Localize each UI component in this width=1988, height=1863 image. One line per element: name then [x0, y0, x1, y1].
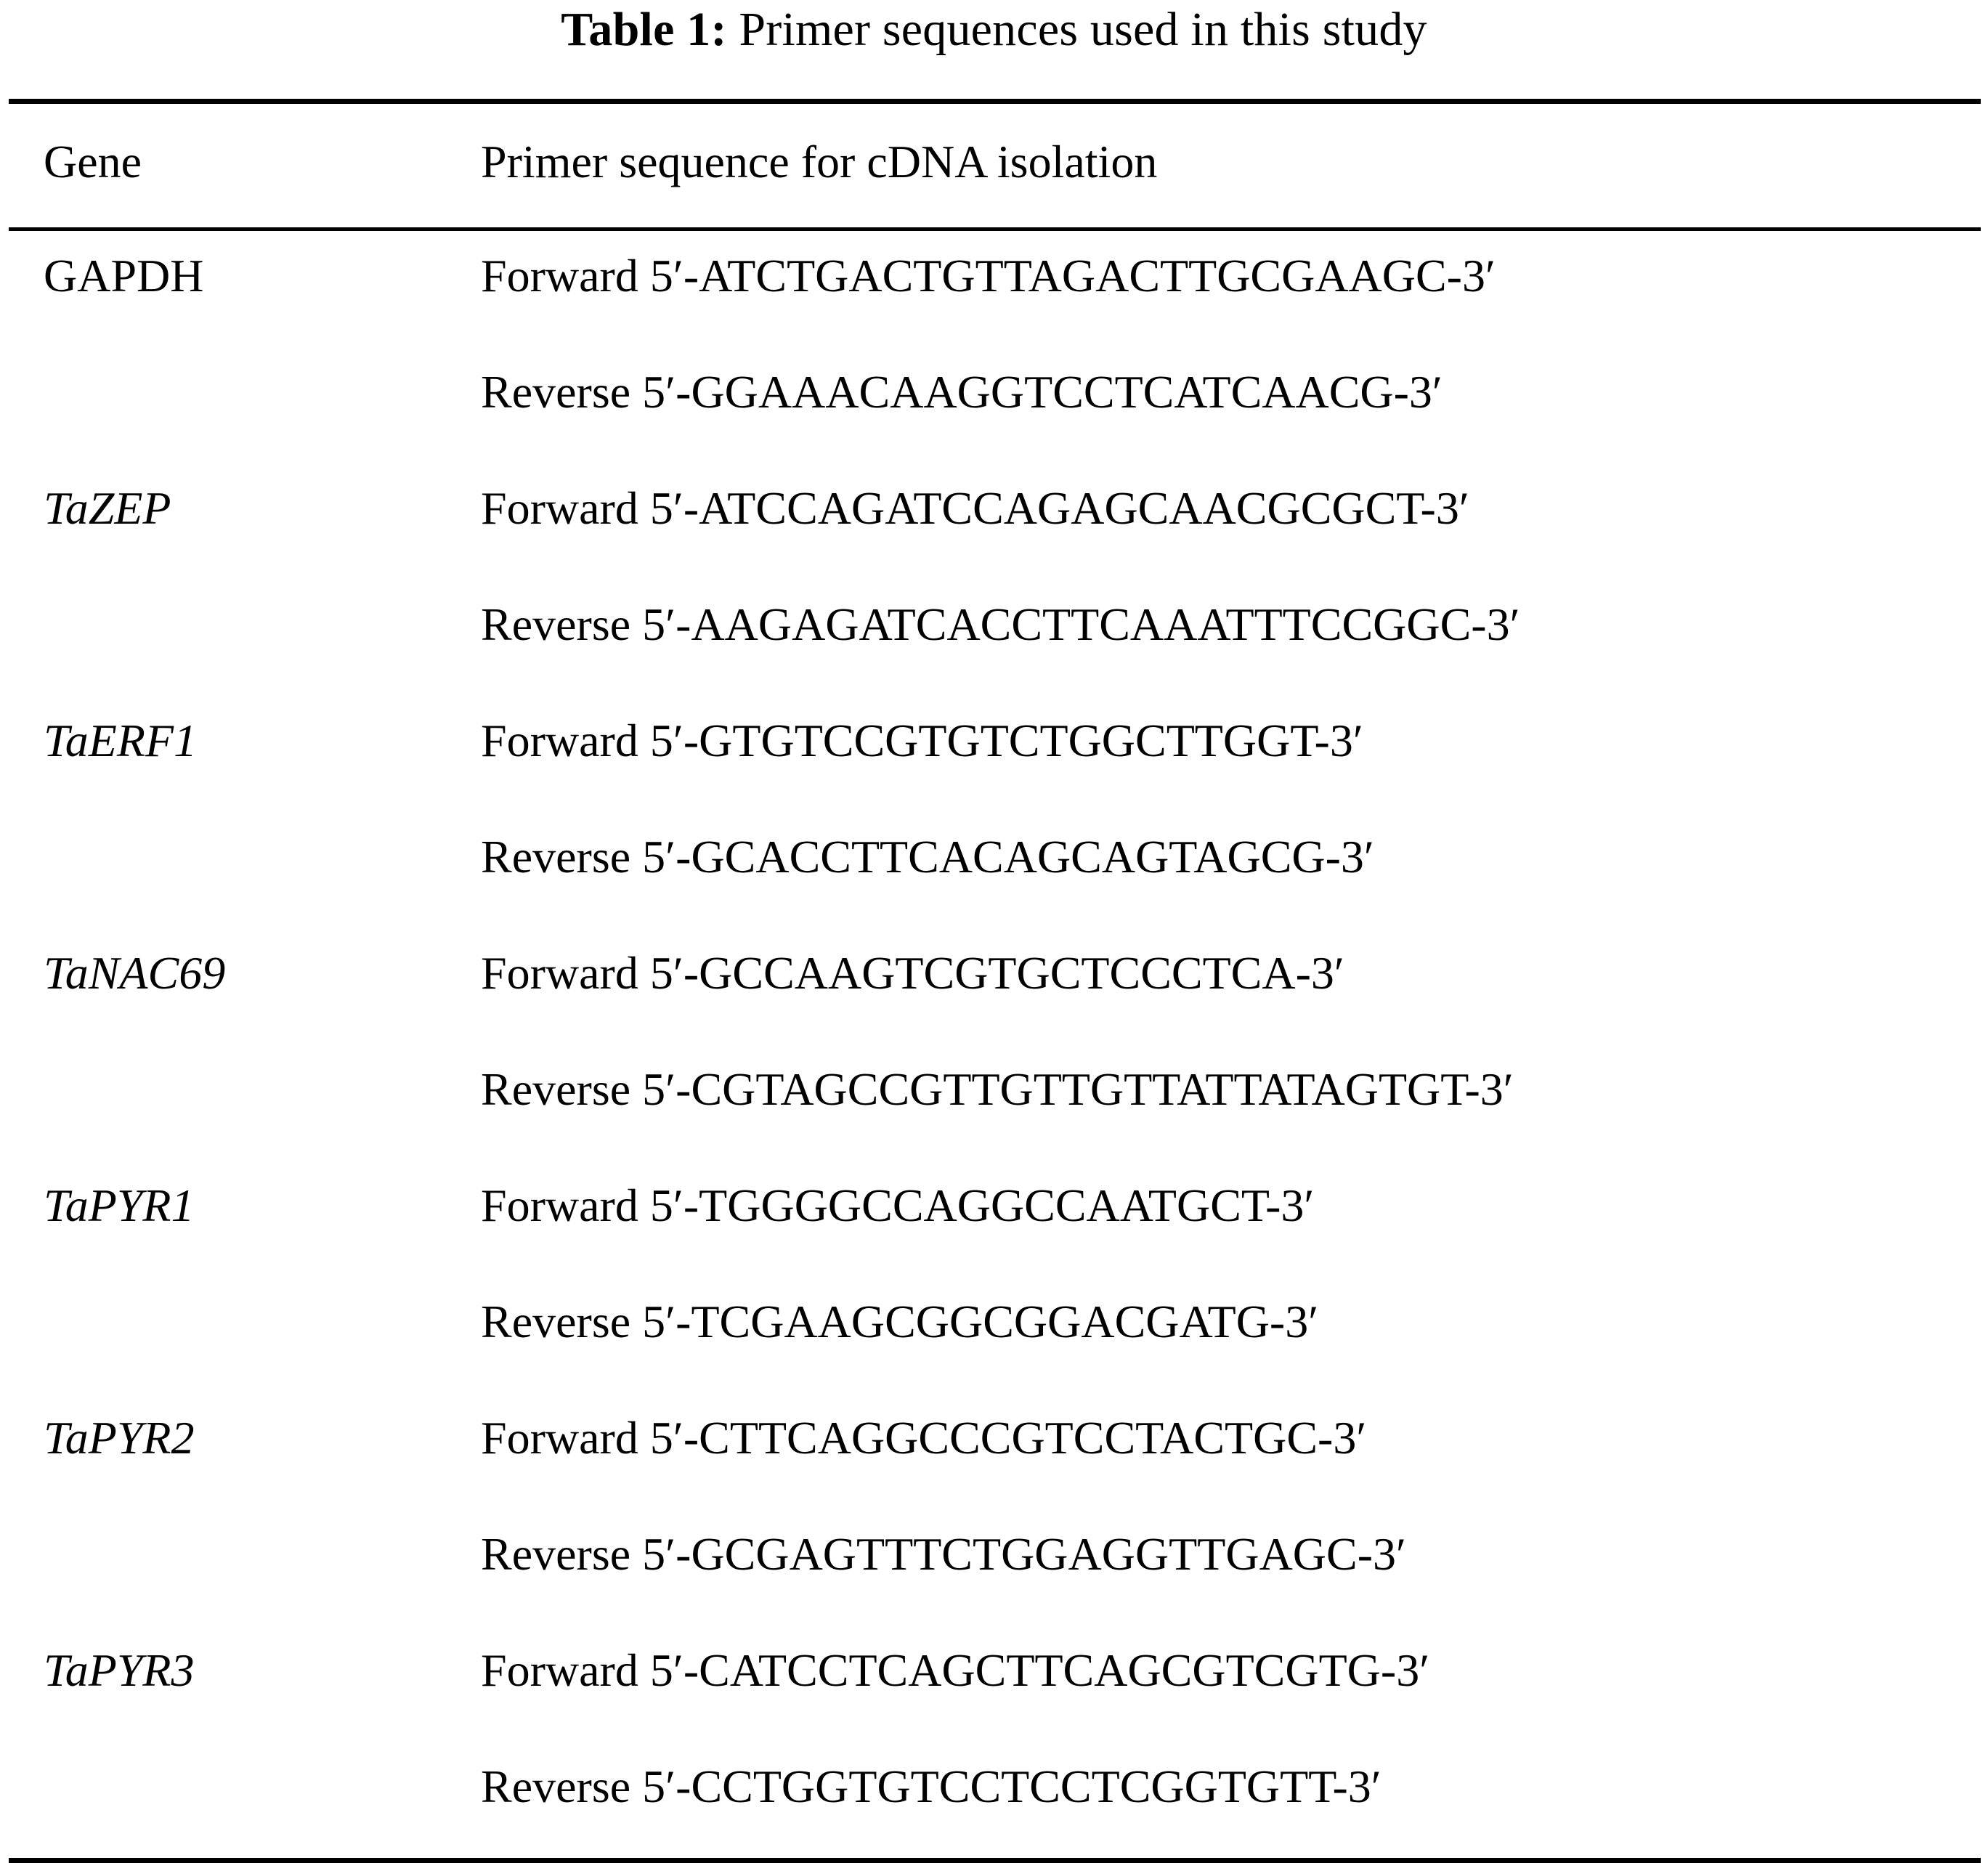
primer-direction: Forward	[481, 1644, 638, 1696]
table-row: Reverse 5′-CCTGGTGTCCTCCTCGGTGTT-3′	[0, 1742, 1988, 1858]
table-row: Reverse 5′-TCGAAGCGGCGGACGATG-3′	[0, 1277, 1988, 1393]
table-header-rule	[9, 227, 1981, 231]
primer-direction: Reverse	[481, 1528, 631, 1580]
cell-primer-sequence: Reverse 5′-AAGAGATCACCTTCAAATTTCCGGC-3′	[481, 598, 1520, 650]
primer-sequence-text: GGAAACAAGGTCCTCATCAACG	[691, 366, 1394, 418]
cell-gene: TaPYR1	[0, 1161, 465, 1277]
primer-sequence-text: GCGAGTTTCTGGAGGTTGAGC	[691, 1528, 1358, 1580]
primer-sequence-text: GCACCTTCACAGCAGTAGCG	[691, 831, 1326, 882]
gene-name: TaNAC69	[44, 947, 226, 999]
primer-table-body: GAPDH Forward 5′-ATCTGACTGTTAGACTTGCGAAGC…	[0, 231, 1988, 1858]
table-row: Reverse 5′-CGTAGCCGTTGTTGTTATTATAGTGT-3′	[0, 1044, 1988, 1161]
cell-primer-sequence: Reverse 5′-GCGAGTTTCTGGAGGTTGAGC-3′	[481, 1528, 1406, 1580]
table-row: TaPYR2 Forward 5′-CTTCAGGCCCGTCCTACTGC-3′	[0, 1393, 1988, 1509]
primer-sequence-text: TGGGGCCAGGCCAATGCT	[699, 1180, 1266, 1231]
cell-gene: GAPDH	[0, 231, 465, 347]
cell-gene	[0, 580, 465, 696]
cell-gene	[0, 1509, 465, 1625]
cell-gene: TaPYR2	[0, 1393, 465, 1509]
table-row: Reverse 5′-GGAAACAAGGTCCTCATCAACG-3′	[0, 347, 1988, 463]
gene-name: GAPDH	[44, 250, 204, 301]
table-body: GAPDH Forward 5′-ATCTGACTGTTAGACTTGCGAAGC…	[0, 231, 1988, 1858]
cell-primer-sequence: Forward 5′-CATCCTCAGCTTCAGCGTCGTG-3′	[481, 1644, 1430, 1696]
primer-direction: Forward	[481, 1180, 638, 1231]
table-row: GAPDH Forward 5′-ATCTGACTGTTAGACTTGCGAAGC…	[0, 231, 1988, 347]
primer-sequence-text: TCGAAGCGGCGGACGATG	[691, 1296, 1270, 1347]
cell-gene: TaPYR3	[0, 1625, 465, 1742]
cell-primer-sequence: Forward 5′-ATCCAGATCCAGAGCAACGCGCT-3′	[481, 482, 1469, 534]
cell-primer-sequence: Forward 5′-GCCAAGTCGTGCTCCCTCA-3′	[481, 947, 1344, 999]
primer-direction: Reverse	[481, 598, 631, 650]
primer-sequence-text: GTGTCCGTGTCTGGCTTGGT	[699, 715, 1315, 766]
cell-gene	[0, 812, 465, 928]
cell-primer-sequence: Reverse 5′-TCGAAGCGGCGGACGATG-3′	[481, 1296, 1319, 1347]
table-caption: Table 1: Primer sequences used in this s…	[0, 0, 1988, 54]
table-row: Reverse 5′-GCGAGTTTCTGGAGGTTGAGC-3′	[0, 1509, 1988, 1625]
primer-sequence-text: GCCAAGTCGTGCTCCCTCA	[699, 947, 1296, 999]
primer-direction: Forward	[481, 482, 638, 534]
cell-primer-sequence: Forward 5′-ATCTGACTGTTAGACTTGCGAAGC-3′	[481, 250, 1496, 301]
primer-direction: Forward	[481, 715, 638, 766]
table-row: Reverse 5′-AAGAGATCACCTTCAAATTTCCGGC-3′	[0, 580, 1988, 696]
table-caption-label: Table 1:	[561, 3, 727, 56]
cell-gene	[0, 347, 465, 463]
cell-primer-sequence: Forward 5′-TGGGGCCAGGCCAATGCT-3′	[481, 1180, 1315, 1231]
primer-direction: Reverse	[481, 1063, 631, 1115]
primer-direction: Reverse	[481, 1761, 631, 1812]
cell-primer-sequence: Reverse 5′-CGTAGCCGTTGTTGTTATTATAGTGT-3′	[481, 1063, 1514, 1115]
gene-name: TaPYR1	[44, 1180, 195, 1231]
cell-gene	[0, 1277, 465, 1393]
primer-sequence-text: ATCTGACTGTTAGACTTGCGAAGC	[699, 250, 1447, 301]
gene-name: TaPYR2	[44, 1412, 195, 1464]
gene-name: TaZEP	[44, 482, 171, 534]
cell-primer-sequence: Reverse 5′-GCACCTTCACAGCAGTAGCG-3′	[481, 831, 1374, 882]
table-row: TaPYR3 Forward 5′-CATCCTCAGCTTCAGCGTCGTG-…	[0, 1625, 1988, 1742]
column-header-sequence: Primer sequence for cDNA isolation	[481, 136, 1158, 187]
table-caption-text: Primer sequences used in this study	[739, 3, 1427, 56]
primer-sequence-text: CATCCTCAGCTTCAGCGTCGTG	[699, 1644, 1381, 1696]
table-row: Reverse 5′-GCACCTTCACAGCAGTAGCG-3′	[0, 812, 1988, 928]
cell-primer-sequence: Reverse 5′-CCTGGTGTCCTCCTCGGTGTT-3′	[481, 1761, 1382, 1812]
primer-table: Gene Primer sequence for cDNA isolation	[0, 104, 1988, 227]
primer-sequence-text: CGTAGCCGTTGTTGTTATTATAGTGT	[691, 1063, 1465, 1115]
cell-gene	[0, 1044, 465, 1161]
cell-primer-sequence: Forward 5′-GTGTCCGTGTCTGGCTTGGT-3′	[481, 715, 1363, 766]
table-bottom-rule	[9, 1858, 1981, 1863]
table-row: TaNAC69 Forward 5′-GCCAAGTCGTGCTCCCTCA-3′	[0, 928, 1988, 1044]
cell-gene: TaERF1	[0, 696, 465, 812]
cell-gene	[0, 1742, 465, 1858]
cell-primer-sequence: Reverse 5′-GGAAACAAGGTCCTCATCAACG-3′	[481, 366, 1443, 418]
table-top-rule	[9, 99, 1981, 104]
table-row: TaZEP Forward 5′-ATCCAGATCCAGAGCAACGCGCT-…	[0, 463, 1988, 580]
primer-sequence-text: CCTGGTGTCCTCCTCGGTGTT	[691, 1761, 1333, 1812]
cell-gene: TaZEP	[0, 463, 465, 580]
primer-direction: Forward	[481, 250, 638, 301]
primer-sequence-text: AAGAGATCACCTTCAAATTTCCGGC	[691, 598, 1472, 650]
table-row: TaERF1 Forward 5′-GTGTCCGTGTCTGGCTTGGT-3′	[0, 696, 1988, 812]
table-row: TaPYR1 Forward 5′-TGGGGCCAGGCCAATGCT-3′	[0, 1161, 1988, 1277]
primer-sequence-text: CTTCAGGCCCGTCCTACTGC	[699, 1412, 1318, 1464]
cell-gene: TaNAC69	[0, 928, 465, 1044]
primer-direction: Forward	[481, 947, 638, 999]
primer-direction: Reverse	[481, 366, 631, 418]
primer-direction: Forward	[481, 1412, 638, 1464]
column-header-gene: Gene	[44, 136, 142, 187]
primer-sequence-text: ATCCAGATCCAGAGCAACGCGCT	[699, 482, 1421, 534]
primer-direction: Reverse	[481, 831, 631, 882]
primer-direction: Reverse	[481, 1296, 631, 1347]
cell-primer-sequence: Forward 5′-CTTCAGGCCCGTCCTACTGC-3′	[481, 1412, 1367, 1464]
gene-name: TaERF1	[44, 715, 197, 766]
table-header-row: Gene Primer sequence for cDNA isolation	[0, 104, 1988, 227]
gene-name: TaPYR3	[44, 1644, 195, 1696]
